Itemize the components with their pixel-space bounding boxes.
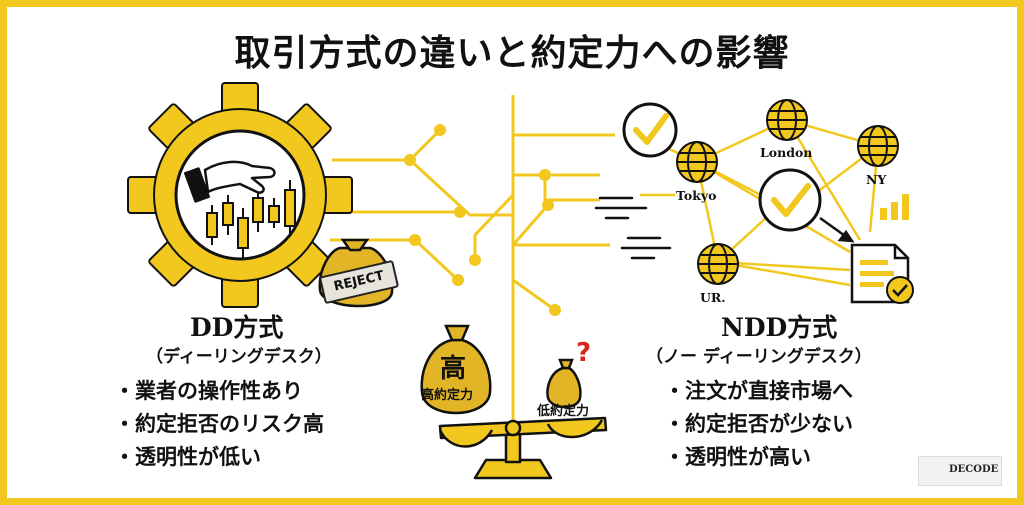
low-money-bag-icon bbox=[546, 358, 582, 409]
city-label-london: London bbox=[760, 145, 813, 160]
list-item: ・注文が直接市場へ bbox=[664, 379, 853, 403]
high-bag-label: 高 bbox=[440, 354, 467, 384]
checkmark-circle-icon bbox=[622, 102, 678, 158]
ndd-subheading: （ノー ディーリングデスク） bbox=[646, 347, 872, 367]
ndd-heading: NDD方式 bbox=[721, 313, 838, 342]
candlestick-icon bbox=[206, 180, 296, 258]
bar-chart-icon bbox=[880, 194, 909, 220]
dd-points: ・業者の操作性あり ・約定拒否のリスク高 ・透明性が低い bbox=[114, 375, 324, 474]
ndd-points: ・注文が直接市場へ ・約定拒否が少ない ・透明性が高い bbox=[664, 375, 853, 474]
hand-icon bbox=[184, 160, 276, 203]
checkmark-circle-icon bbox=[758, 168, 822, 232]
brand-logo-text: DECODE bbox=[949, 464, 999, 475]
gear-icon bbox=[127, 82, 353, 308]
city-label-tokyo: Tokyo bbox=[676, 188, 717, 203]
question-mark-icon: ? bbox=[576, 338, 592, 368]
arrow-icon bbox=[819, 216, 855, 243]
city-label-ny: NY bbox=[866, 172, 887, 187]
list-item: ・業者の操作性あり bbox=[114, 379, 303, 403]
brand-logo bbox=[918, 456, 1002, 486]
high-execution-label: 高約定力 bbox=[421, 388, 474, 403]
circuit-nodes bbox=[404, 124, 561, 316]
high-money-bag-icon bbox=[420, 324, 492, 415]
scale-icon bbox=[438, 416, 608, 480]
low-execution-label: 低約定力 bbox=[537, 404, 590, 419]
page-title: 取引方式の違いと約定力への影響 bbox=[234, 33, 790, 74]
document-icon bbox=[850, 243, 914, 304]
dd-subheading: （ディーリングデスク） bbox=[146, 347, 332, 367]
list-item: ・透明性が高い bbox=[664, 445, 811, 469]
globe-icon bbox=[857, 125, 899, 167]
list-item: ・透明性が低い bbox=[114, 445, 261, 469]
list-item: ・約定拒否が少ない bbox=[664, 412, 853, 436]
globe-icon bbox=[766, 99, 808, 141]
city-label-ur: UR. bbox=[700, 290, 726, 305]
dd-heading: DD方式 bbox=[190, 313, 284, 342]
globe-icon bbox=[676, 141, 718, 183]
list-item: ・約定拒否のリスク高 bbox=[114, 412, 324, 436]
globe-icon bbox=[697, 243, 739, 285]
speed-lines bbox=[594, 196, 672, 260]
